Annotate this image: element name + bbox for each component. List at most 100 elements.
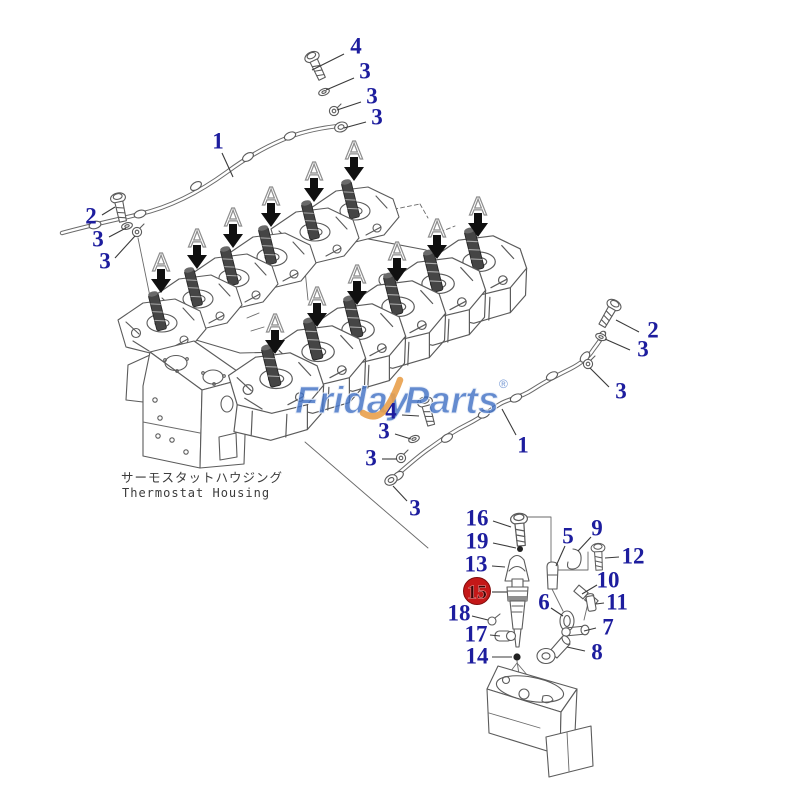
down-arrow-icon [427,235,447,259]
caption-english: Thermostat Housing [122,486,270,500]
callout-3: 3 [325,59,371,91]
caption-japanese: サーモスタットハウジング [121,470,283,485]
part-number: 4 [385,399,397,424]
part-number: 3 [99,249,111,274]
callout-3: 3 [365,446,397,471]
injection-marker: A [223,201,243,248]
callout-14: 14 [466,644,512,669]
callout-2: 2 [615,318,659,343]
down-arrow-icon [304,178,324,202]
part-number: 3 [615,379,627,404]
cylinder-head [227,344,325,441]
washer-3 [121,222,133,230]
callout-15-highlighted: 15 [463,577,507,605]
watermark-check-icon [359,376,404,420]
callout-16: 16 [466,506,512,531]
down-arrow-icon [347,281,367,305]
nut-3 [334,121,348,133]
callout-1: 1 [501,408,529,458]
block-bottom-edge [304,441,429,549]
callout-6: 6 [538,590,564,617]
cylinder-head-box [486,665,594,778]
bolt-12 [590,542,606,571]
marker-letter-a: A [348,259,366,289]
down-arrow-icon [265,330,285,354]
part-number: 14 [466,644,490,669]
marker-letter-a: A [152,247,170,277]
leader-line [492,520,512,528]
leader-line [589,367,610,388]
pipe-mount-middle [384,396,436,486]
part-number: 11 [606,590,628,615]
leader-line [604,338,631,351]
holder-13 [504,554,530,582]
marker-letter-a: A [224,202,242,232]
part-number: 5 [562,524,574,549]
part-number: 1 [212,129,224,154]
bracket-5 [546,561,559,590]
part-number: 10 [597,568,620,593]
part-number: 19 [466,529,489,554]
part-number: 6 [538,590,550,615]
injection-marker: A [347,258,367,305]
bolt-2-right [598,298,622,329]
marker-letter-a: A [305,156,323,186]
leader-line [555,545,566,567]
clip-7 [561,624,590,637]
injection-marker: A [344,134,364,181]
leader-line [583,627,597,632]
part-number: 4 [350,34,362,59]
leader-line [491,565,506,568]
part-number: 3 [409,496,421,521]
down-arrow-icon [344,157,364,181]
clamp-3 [328,103,342,117]
part-number: 18 [448,601,471,626]
part-number: 3 [359,59,371,84]
callout-9: 9 [577,516,603,552]
callout-8: 8 [566,640,603,665]
marker-letter-a: A [428,213,446,243]
down-arrow-icon [387,258,407,282]
injection-marker: A [151,246,171,293]
bolt-16 [510,512,528,547]
callout-11: 11 [595,590,628,615]
leader-line [550,607,564,617]
part-number: 15 [467,582,487,604]
part-number: 7 [602,615,614,640]
down-arrow-icon [223,224,243,248]
leader-line [101,206,116,216]
marker-letter-a: A [262,181,280,211]
callout-2: 2 [85,204,116,229]
pipe-mount-right [582,298,622,370]
injection-marker: A [304,155,324,202]
part-number: 3 [371,105,383,130]
washer-3 [318,87,330,97]
callout-7: 7 [583,615,614,640]
callout-19: 19 [466,529,517,554]
marker-letter-a: A [308,281,326,311]
bolt-4-top [304,50,326,81]
injection-marker: A [468,190,488,237]
part-number: 13 [465,552,488,577]
down-arrow-icon [261,203,281,227]
plug-18 [487,613,501,626]
leader-line [501,408,517,436]
marker-letter-a: A [469,191,487,221]
injection-marker: A [427,212,447,259]
injection-marker: A [261,180,281,227]
bolt-4-middle [417,396,436,427]
washer-3 [595,332,607,342]
marker-letter-a: A [388,236,406,266]
part-number: 3 [366,84,378,109]
watermark-word2: Parts [404,380,499,422]
thermostat-housing [125,340,248,469]
callout-4: 4 [385,399,420,424]
ball-14 [513,653,521,661]
down-arrow-icon [151,269,171,293]
watermark-registered: ® [499,377,508,391]
leader-line [595,602,605,605]
leader-line [566,646,586,652]
